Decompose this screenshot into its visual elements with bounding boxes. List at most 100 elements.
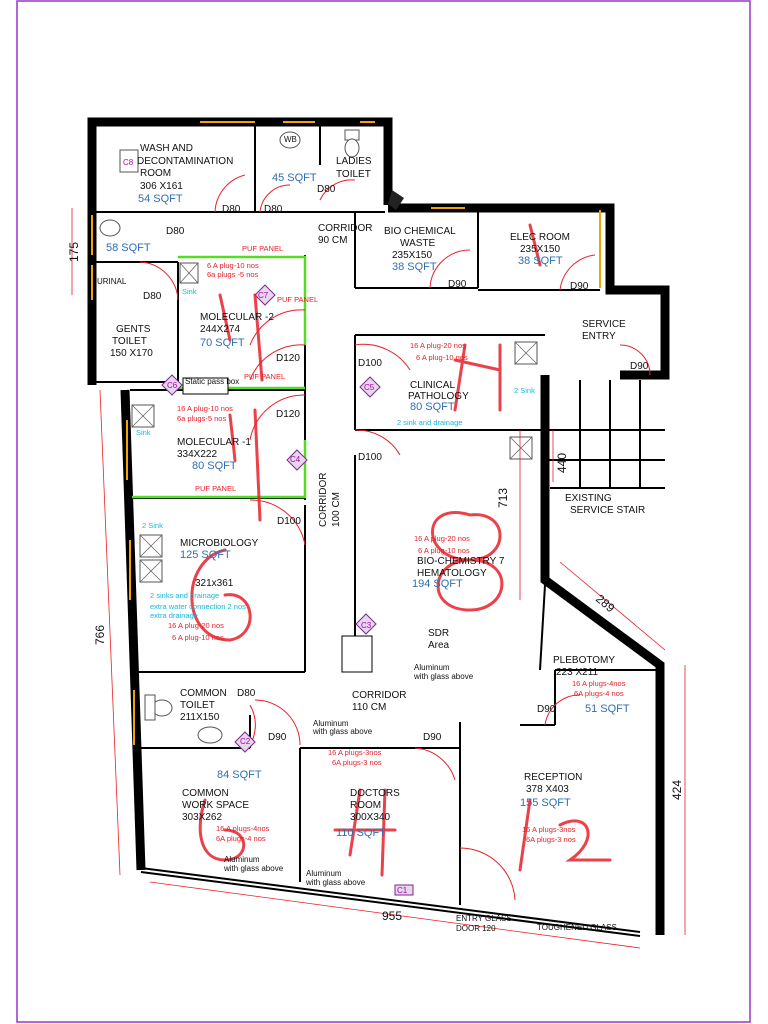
wash-room-size: 306 X161 (140, 181, 183, 192)
door-d90-doctors: D90 (423, 732, 442, 743)
micro-note-c1: 2 sinks and drainage (150, 591, 219, 600)
page-border (16, 0, 751, 1023)
door-d90-elec: D90 (570, 281, 589, 292)
door-d90-biowaste: D90 (448, 279, 467, 290)
corridor-low-width: 110 CM (352, 702, 386, 713)
pillar-top (388, 190, 404, 210)
door-d120-2: D120 (276, 409, 300, 420)
door-d80-wb: D80 (264, 204, 283, 215)
biowaste-area: 38 SQFT (392, 261, 437, 273)
doctors-note2: 6A plugs-3 nos (332, 758, 382, 767)
doctors-name-1: DOCTORS (350, 788, 400, 799)
puf-panel-4: PUF PANEL (195, 484, 236, 493)
ladies-toilet-2: TOILET (336, 169, 371, 180)
aluminum-doctors-2: with glass above (305, 878, 366, 887)
clinical-name-2: PATHOLOGY (408, 391, 469, 402)
urinal-label: URINAL (97, 277, 127, 286)
entry-glass-1: ENTRY GLASS (456, 914, 512, 923)
micro-note1: 16 A plug-20 nos (168, 621, 224, 630)
tag-c6: C6 (167, 381, 178, 390)
gents-toilet-2: TOILET (112, 336, 147, 347)
sink-crosses (131, 262, 538, 583)
reception-note2: 6A plugs-3 nos (526, 835, 576, 844)
sdr-name-2: Area (428, 640, 450, 651)
clinical-note2: 6 A plug-10 nos (416, 353, 468, 362)
biochem-note1: 16 A plug-20 nos (414, 534, 470, 543)
puf-panel-3: PUF PANEL (244, 372, 285, 381)
mol2-area: 70 SQFT (200, 337, 245, 349)
corridor-top-width: 90 CM (318, 235, 347, 246)
stair-name-2: SERVICE STAIR (570, 505, 645, 516)
clinical-name-1: CLINICAL (410, 380, 455, 391)
biochem-note2: 6 A plug-10 nos (418, 546, 470, 555)
mol2-sink: Sink (182, 287, 197, 296)
ladies-toilet-1: LADIES (336, 156, 372, 167)
micro-area: 125 SQFT (180, 549, 231, 561)
door-d90-plebotomy: D90 (537, 704, 556, 715)
clinical-sink2: 2 Sink (514, 386, 535, 395)
windows (91, 121, 601, 745)
door-d100-clinical: D100 (358, 358, 382, 369)
biowaste-name-2: WASTE (400, 238, 436, 249)
mol2-note1: 6 A plug-10 nos (207, 261, 259, 270)
toughened-glass: TOUGHENED GLASS (537, 923, 617, 932)
work-area: 84 SQFT (217, 769, 262, 781)
micro-size: 321x361 (195, 578, 234, 589)
doctors-area: 110 SQFT (336, 827, 386, 839)
reception-area: 155 SQFT (520, 797, 571, 809)
corridor-mid-width: 100 CM (331, 492, 342, 527)
corridor-low-name: CORRIDOR (352, 690, 406, 701)
stair-name-1: EXISTING (565, 493, 612, 504)
mol1-size: 334X222 (177, 449, 217, 460)
micro-note-c3: extra drainage (150, 611, 198, 620)
micro-note2: 6 A plug-10 nos (172, 633, 224, 642)
door-d90-work: D90 (268, 732, 287, 743)
aluminum-doctors-1: Aluminum (306, 869, 342, 878)
aluminum-sdr-2: with glass above (413, 672, 474, 681)
handwritten-marks (190, 223, 612, 877)
tag-c7: C7 (258, 291, 269, 300)
mol1-note2: 6a plugs-5 nos (177, 414, 226, 423)
plebotomy-note2: 6A plugs-4 nos (574, 689, 624, 698)
tag-c8: C8 (123, 158, 134, 167)
mol1-name: MOLECULAR -1 (177, 437, 251, 448)
door-d120-1: D120 (276, 353, 300, 364)
work-name-2: WORK SPACE (182, 800, 249, 811)
work-note1: 16 A plugs-4nos (216, 824, 270, 833)
common-toilet-1: COMMON (180, 688, 227, 699)
plebotomy-size: 223 X211 (556, 667, 599, 678)
tag-c3: C3 (361, 621, 372, 630)
wb-area: 45 SQFT (272, 172, 317, 184)
tag-c5: C5 (364, 383, 375, 392)
mol1-area: 80 SQFT (192, 460, 237, 472)
door-d100-biochem: D100 (358, 452, 382, 463)
reception-size: 378 X403 (526, 784, 569, 795)
wash-room-name-2: DECONTAMINATION (137, 156, 233, 167)
door-d100-micro: D100 (277, 516, 301, 527)
clinical-note1: 16 A plug-20 nos (410, 341, 466, 350)
micro-sink2: 2 Sink (142, 521, 163, 530)
common-toilet-size: 211X150 (180, 712, 220, 723)
micro-name: MICROBIOLOGY (180, 538, 259, 549)
reception-name: RECEPTION (524, 772, 582, 783)
door-d80-ladies: D80 (317, 184, 336, 195)
common-toilet-2: TOILET (180, 700, 215, 711)
toilet-left-area: 58 SQFT (106, 242, 151, 254)
door-d80-wash: D80 (222, 204, 241, 215)
clinical-area: 80 SQFT (410, 401, 455, 413)
elec-area: 38 SQFT (518, 255, 563, 267)
biowaste-size: 235X150 (392, 250, 432, 261)
biowaste-name-1: BIO CHEMICAL (384, 226, 456, 237)
work-name-1: COMMON (182, 788, 229, 799)
dim-424: 424 (670, 780, 684, 800)
doctors-name-2: ROOM (350, 800, 381, 811)
plebotomy-name: PLEBOTOMY (553, 655, 615, 666)
corridor-mid-name: CORRIDOR (318, 473, 329, 527)
micro-note-c2: extra water connection 2 nos (150, 602, 246, 611)
wash-room-name-3: ROOM (140, 168, 171, 179)
elec-name: ELEC ROOM (510, 232, 570, 243)
biochem-name-2: HEMATOLOGY (417, 568, 487, 579)
mol1-sink: Sink (136, 428, 151, 437)
door-swings (139, 174, 651, 901)
